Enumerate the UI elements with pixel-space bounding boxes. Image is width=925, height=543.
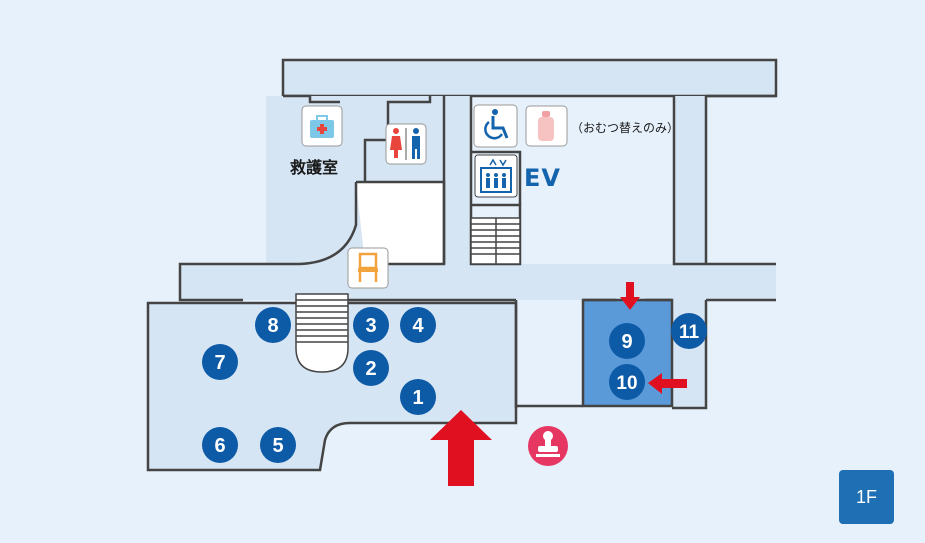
marker-8[interactable]: 8 xyxy=(255,307,291,343)
marker-label: 5 xyxy=(272,435,283,457)
upper-stair-steps xyxy=(471,218,520,264)
marker-label: 2 xyxy=(365,358,376,380)
marker-11[interactable]: 11 xyxy=(671,313,707,349)
right-corridor xyxy=(674,96,706,264)
floor-badge[interactable]: 1F xyxy=(839,470,894,524)
upper-left-wall xyxy=(283,94,340,104)
marker-label: 10 xyxy=(616,373,637,394)
marker-label: 7 xyxy=(214,352,225,374)
marker-10[interactable]: 10 xyxy=(609,364,645,400)
marker-label: 9 xyxy=(621,331,632,353)
diaper-change-note: （おむつ替えのみ） xyxy=(571,121,680,135)
stamp-icon xyxy=(528,426,568,466)
far-right-wall xyxy=(704,94,776,264)
elevator-label: EV xyxy=(524,164,561,192)
marker-label: 1 xyxy=(412,387,423,409)
chair-icon xyxy=(347,247,389,289)
upper-right-wall xyxy=(672,96,776,266)
stair-steps xyxy=(296,299,348,343)
arrow-left-icon xyxy=(648,373,687,394)
arrow-down-icon xyxy=(620,282,640,310)
baby-bottle-icon xyxy=(525,105,568,147)
marker-2[interactable]: 2 xyxy=(353,350,389,386)
accessible-toilet-icon xyxy=(473,104,518,148)
staircase xyxy=(295,217,521,373)
center-corridor xyxy=(444,96,471,264)
marker-label: 6 xyxy=(214,435,225,457)
restroom-icon xyxy=(385,123,427,165)
marker-label: 8 xyxy=(267,315,278,337)
restroom-wall xyxy=(363,96,432,182)
middle-corridor xyxy=(180,264,776,300)
elevator-block xyxy=(471,150,522,205)
marker-label: 11 xyxy=(679,322,700,343)
entrance-arrow-icon xyxy=(430,410,492,486)
stair-room-curve xyxy=(178,182,358,302)
first-aid-icon xyxy=(301,105,343,147)
marker-9[interactable]: 9 xyxy=(609,323,645,359)
marker-7[interactable]: 7 xyxy=(202,344,238,380)
first-aid-room-label: 救護室 xyxy=(290,158,339,177)
marker-4[interactable]: 4 xyxy=(400,307,436,343)
walls xyxy=(178,94,776,410)
marker-5[interactable]: 5 xyxy=(260,427,296,463)
number-markers: 1 2 3 4 5 6 7 8 9 10 11 xyxy=(202,307,707,463)
stair-landing xyxy=(295,293,349,373)
marker-6[interactable]: 6 xyxy=(202,427,238,463)
marker-label: 4 xyxy=(412,315,424,337)
elevator-icon xyxy=(474,154,518,198)
main-hall xyxy=(146,301,518,472)
marker-3[interactable]: 3 xyxy=(353,307,389,343)
top-corridor xyxy=(281,58,778,98)
marker-label: 3 xyxy=(365,315,376,337)
marker-1[interactable]: 1 xyxy=(400,379,436,415)
